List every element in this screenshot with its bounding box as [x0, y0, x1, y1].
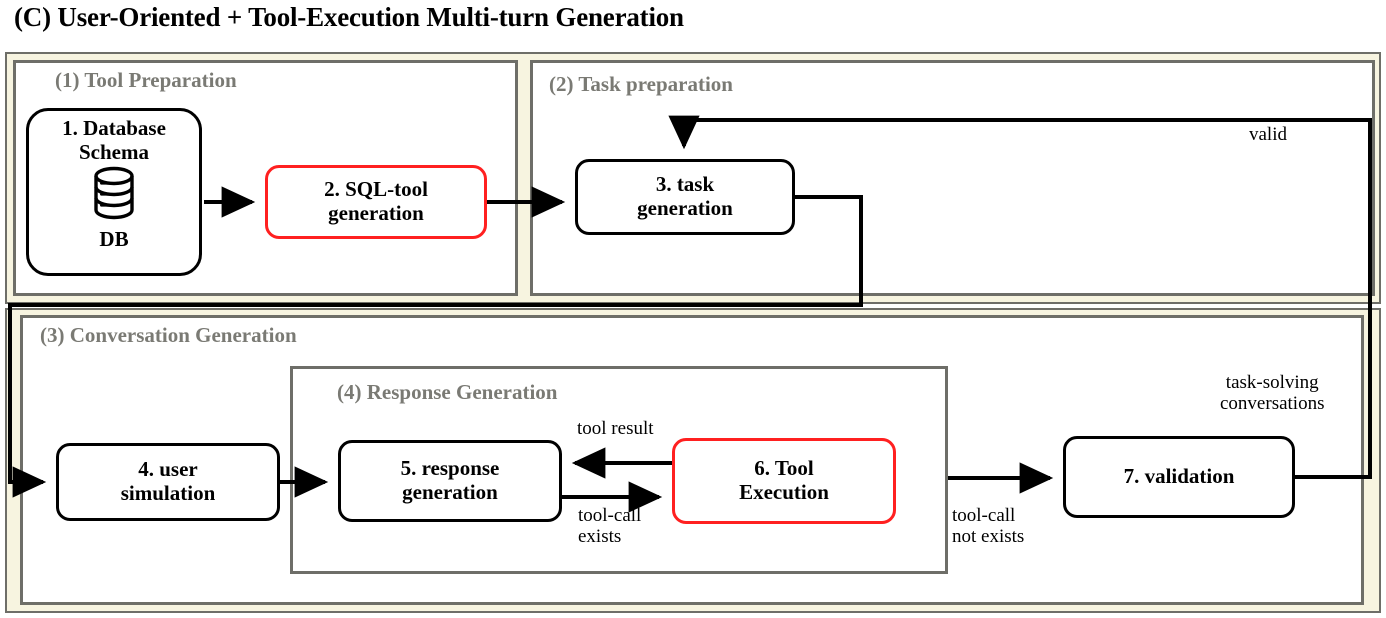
- node-database-schema-label: 1. Database Schema: [62, 116, 166, 164]
- node-user-simulation[interactable]: 4. user simulation: [56, 443, 280, 521]
- node-validation[interactable]: 7. validation: [1063, 436, 1295, 518]
- node-task-generation[interactable]: 3. task generation: [575, 159, 795, 235]
- edge-label-valid: valid: [1249, 124, 1287, 145]
- page-title: (C) User-Oriented + Tool-Execution Multi…: [14, 2, 684, 32]
- database-icon: [89, 166, 139, 226]
- node-response-generation-label: 5. response generation: [400, 456, 500, 504]
- node-tool-execution-label: 6. Tool Execution: [739, 456, 829, 504]
- node-validation-label: 7. validation: [1123, 464, 1235, 489]
- panel-label-response-generation: (4) Response Generation: [337, 380, 558, 404]
- panel-label-tool-preparation: (1) Tool Preparation: [55, 68, 237, 92]
- node-database-schema-caption: DB: [99, 226, 129, 251]
- node-response-generation[interactable]: 5. response generation: [338, 440, 562, 522]
- node-sql-tool-generation-label: 2. SQL-tool generation: [324, 177, 428, 225]
- node-sql-tool-generation[interactable]: 2. SQL-tool generation: [265, 165, 487, 239]
- node-database-schema[interactable]: 1. Database Schema DB: [26, 108, 202, 276]
- panel-label-task-preparation: (2) Task preparation: [549, 72, 733, 96]
- edge-label-tool-call-not-exists: tool-call not exists: [952, 505, 1025, 548]
- edge-label-tool-call-exists: tool-call exists: [578, 505, 642, 548]
- node-user-simulation-label: 4. user simulation: [120, 457, 216, 505]
- panel-label-conversation-generation: (3) Conversation Generation: [40, 323, 297, 347]
- edge-label-tool-result: tool result: [577, 418, 654, 439]
- edge-label-task-solving-conversations: task-solving conversations: [1220, 372, 1325, 415]
- node-tool-execution[interactable]: 6. Tool Execution: [672, 438, 896, 524]
- node-task-generation-label: 3. task generation: [637, 172, 733, 220]
